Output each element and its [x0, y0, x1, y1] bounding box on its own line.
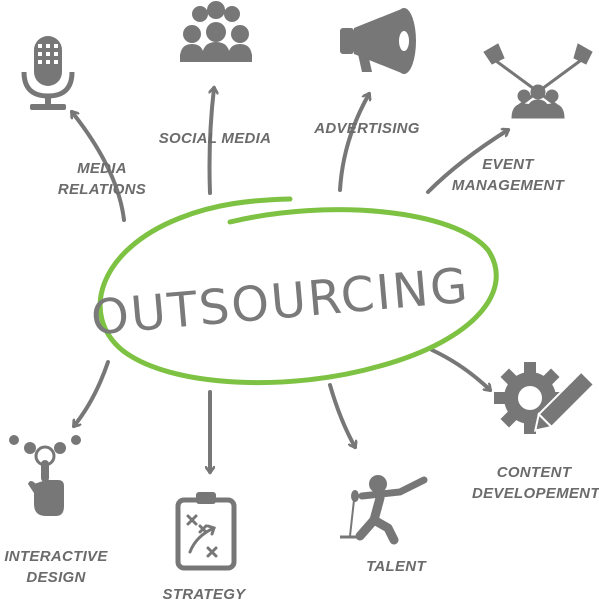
arrow-content-development — [430, 348, 490, 392]
label-line: MEDIA — [77, 160, 127, 177]
label-strategy: STRATEGY — [152, 584, 256, 605]
arrow-social-media — [207, 88, 215, 195]
label-event-management: EVENT MANAGEMENT — [440, 154, 576, 196]
label-talent: TALENT — [356, 556, 436, 577]
singer-icon — [340, 475, 428, 545]
label-line: CONTENT — [496, 464, 572, 481]
center-title: OUTSOURCING — [89, 258, 472, 347]
center-ring — [97, 196, 499, 386]
label-advertising: ADVERTISING — [306, 118, 428, 139]
arrow-talent — [328, 383, 355, 447]
label-line: INTERACTIVE — [4, 548, 108, 565]
arrow-media-relations — [70, 112, 126, 222]
label-line: DESIGN — [26, 569, 86, 586]
label-line: DEVELOPEMENT — [472, 485, 599, 502]
label-line: EVENT — [482, 156, 534, 173]
label-line: MANAGEMENT — [451, 177, 565, 194]
people-group-icon — [180, 1, 252, 62]
label-media-relations: MEDIA RELATIONS — [52, 158, 152, 200]
label-line: RELATIONS — [57, 181, 147, 198]
microphone-icon — [21, 36, 75, 110]
arrow-advertising — [338, 94, 369, 192]
touch-hand-icon — [9, 435, 81, 516]
label-line: TALENT — [366, 558, 426, 575]
megaphone-icon — [340, 8, 416, 74]
label-interactive-design: INTERACTIVE DESIGN — [0, 546, 112, 588]
label-content-development: CONTENT DEVELOPEMENT — [472, 462, 599, 504]
arrow-interactive-design — [72, 360, 110, 426]
stage-spotlights-icon — [483, 43, 593, 119]
label-social-media: SOCIAL MEDIA — [148, 128, 282, 149]
gear-pencil-icon — [494, 362, 596, 434]
label-line: STRATEGY — [162, 586, 246, 603]
label-line: SOCIAL MEDIA — [158, 130, 272, 147]
arrow-event-management — [426, 130, 508, 194]
label-line: ADVERTISING — [314, 120, 420, 137]
clipboard-plan-icon — [175, 492, 237, 571]
